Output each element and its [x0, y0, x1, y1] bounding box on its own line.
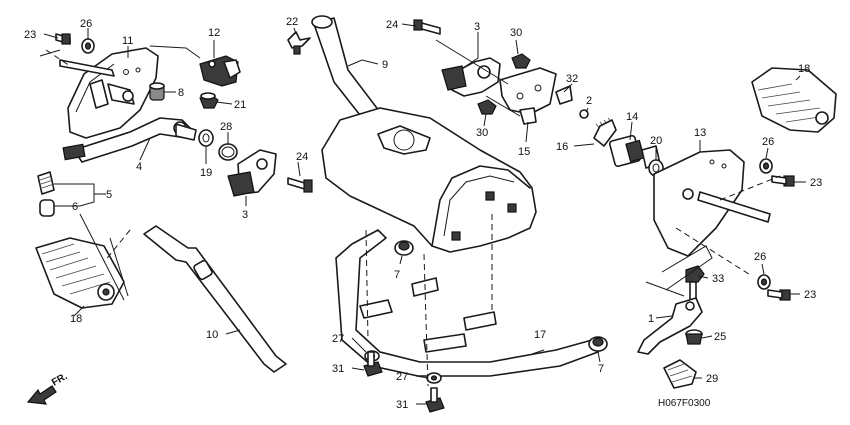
- callout-26: 26: [762, 136, 774, 148]
- callout-5: 5: [106, 189, 112, 201]
- bracket-3-lower: [227, 149, 277, 197]
- bracket-12: [199, 55, 241, 87]
- bolt-33: [685, 265, 705, 301]
- spring-16: [593, 117, 617, 147]
- pin-32: [555, 85, 573, 105]
- callout-27: 27: [332, 333, 344, 345]
- callout-24: 24: [386, 19, 398, 31]
- washer-19: [198, 129, 214, 147]
- callout-29: 29: [706, 373, 718, 385]
- nut-25: [685, 329, 703, 345]
- callout-25: 25: [714, 331, 726, 343]
- center-housing: [321, 107, 537, 253]
- callout-32: 32: [566, 73, 578, 85]
- spring-5: [37, 171, 55, 195]
- washer-27-right: [426, 372, 442, 384]
- ring-28: [218, 143, 238, 161]
- collar-6: [39, 199, 55, 217]
- callout-30: 30: [510, 27, 522, 39]
- nut-30-lower: [477, 99, 497, 115]
- callout-1: 1: [648, 313, 654, 325]
- callout-18: 18: [798, 63, 810, 75]
- grommet-7-upper: [394, 240, 414, 256]
- callout-23: 23: [810, 177, 822, 189]
- nut-21: [199, 92, 219, 109]
- callout-27: 27: [396, 371, 408, 383]
- callout-24: 24: [296, 151, 308, 163]
- callout-23: 23: [804, 289, 816, 301]
- callout-16: 16: [556, 141, 568, 153]
- callout-19: 19: [200, 167, 212, 179]
- rubber-29: [663, 359, 697, 389]
- pedal-1: [637, 297, 703, 355]
- callout-20: 20: [650, 135, 662, 147]
- callout-11: 11: [122, 35, 133, 47]
- callout-10: 10: [206, 329, 218, 341]
- bushing-8: [149, 82, 165, 101]
- wing-nut-22: [287, 31, 311, 55]
- tube-10: [143, 225, 287, 373]
- bracket-3-upper: [441, 57, 501, 97]
- brake-pedal-arm-4: [62, 117, 197, 163]
- callout-12: 12: [208, 27, 220, 39]
- callout-22: 22: [286, 16, 298, 28]
- callout-7: 7: [598, 363, 604, 375]
- footpeg-rubber-18-right: [751, 67, 837, 133]
- callout-13: 13: [694, 127, 706, 139]
- callout-26: 26: [754, 251, 766, 263]
- callout-14: 14: [626, 111, 638, 123]
- callout-2: 2: [586, 95, 592, 107]
- callout-7: 7: [394, 269, 400, 281]
- front-direction-arrow-icon: FR.: [26, 371, 70, 405]
- callout-21: 21: [234, 99, 246, 111]
- callout-6: 6: [72, 201, 78, 213]
- callout-3: 3: [474, 21, 480, 33]
- callout-9: 9: [382, 59, 388, 71]
- callout-4: 4: [136, 161, 142, 173]
- callout-33: 33: [712, 273, 724, 285]
- washer-26-left: [81, 38, 95, 54]
- callout-23: 23: [24, 29, 36, 41]
- callout-28: 28: [220, 121, 232, 133]
- callout-26: 26: [80, 18, 92, 30]
- leader-lines: [39, 23, 806, 405]
- callout-31: 31: [396, 399, 408, 411]
- callout-8: 8: [178, 87, 184, 99]
- grommet-7-lower: [588, 336, 608, 352]
- bolt-31-right: [425, 387, 445, 413]
- callout-31: 31: [332, 363, 344, 375]
- callout-labels: 23 26 11 12 8 21 4 28 19 22 9 24 3 30 32…: [24, 16, 822, 411]
- callout-30: 30: [476, 127, 488, 139]
- washer-26-right-lower: [757, 274, 771, 290]
- direction-label: FR.: [50, 371, 70, 389]
- footpeg-rubber-18-left: [35, 237, 125, 309]
- callout-17: 17: [534, 329, 546, 341]
- callout-18: 18: [70, 313, 82, 325]
- plate-15: [499, 67, 557, 125]
- frame-loop-17: [335, 229, 599, 377]
- washer-26-right-upper: [759, 158, 773, 174]
- bolt-24-upper: [413, 19, 441, 35]
- bolt-31-left: [363, 351, 383, 377]
- callout-15: 15: [518, 146, 530, 158]
- right-footpeg-plate-13: [653, 149, 771, 257]
- left-footpeg-plate-11: [59, 47, 159, 139]
- bolt-23-right-lower: [767, 289, 791, 301]
- bolt-23-right-upper: [771, 175, 795, 187]
- callout-3: 3: [242, 209, 248, 221]
- diagram-code: H067F0300: [658, 398, 711, 409]
- bolt-24-lower: [287, 177, 313, 193]
- bolt-23-left: [55, 33, 71, 45]
- nut-30-upper: [511, 53, 531, 69]
